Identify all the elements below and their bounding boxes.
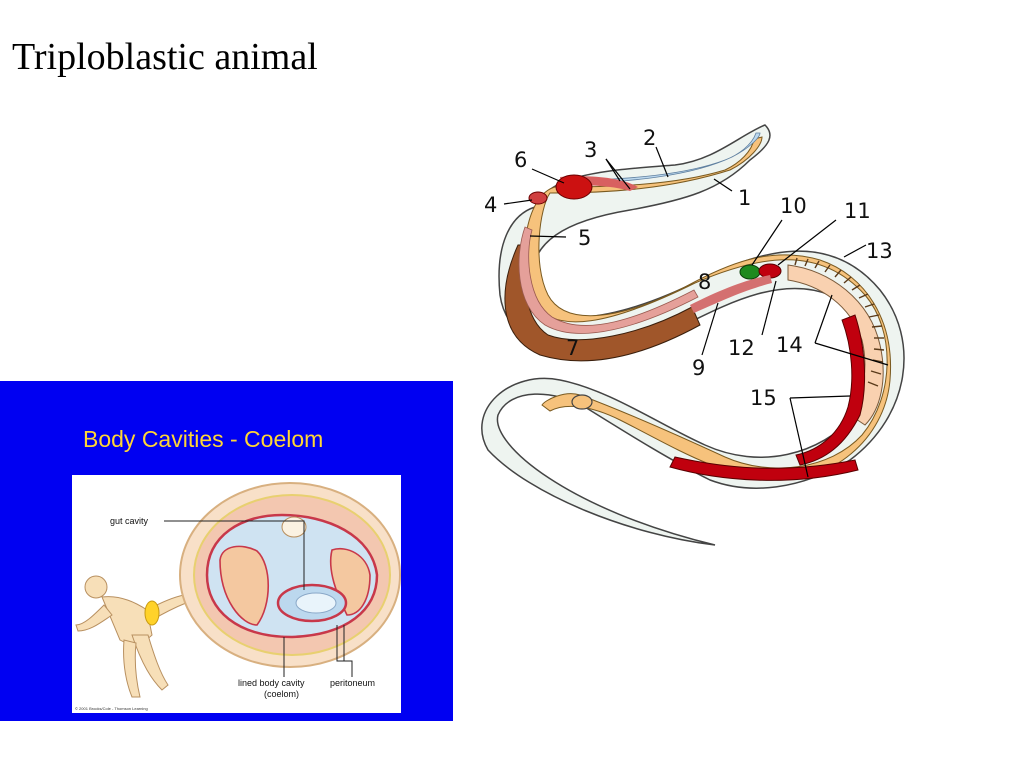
runner-figure [75,575,187,698]
worm-label-6: 6 [514,148,527,172]
copyright-text: © 2001 Brooks/Cole - Thomson Learning [75,706,148,711]
worm-label-3: 3 [584,138,597,162]
worm-label-12: 12 [728,336,755,360]
worm-gut-tube [524,136,892,481]
worm-anus [571,394,593,410]
worm-brown-layer [504,244,701,362]
worm-mouth-part [528,191,548,205]
coelom-illustration: gut cavity lined body cavity (coelom) pe… [72,475,401,713]
worm-label-2: 2 [643,126,656,150]
gut-cavity-label: gut cavity [110,516,149,526]
coelom-leader-lines [164,520,353,677]
worm-muscle-band-ventral [669,456,859,481]
worm-label-14: 14 [776,333,803,357]
worm-label-15: 15 [750,386,777,410]
worm-pink-layer [518,226,699,334]
worm-nerve-ring [555,174,593,200]
spine [281,516,307,538]
coelom-label-line1: lined body cavity [238,678,305,688]
worm-label-7: 7 [566,336,579,360]
runner-organ-highlight [144,600,160,626]
worm-pharynx [569,132,761,186]
coelom-label-line2: (coelom) [264,689,299,699]
worm-label-13: 13 [866,239,893,263]
peritoneum-label: peritoneum [330,678,375,688]
worm-label-11: 11 [844,199,871,223]
worm-label-9: 9 [692,356,705,380]
organ-left [219,545,270,626]
worm-diagram: 1 2 3 4 5 6 7 8 9 10 11 12 13 14 15 [481,124,905,546]
worm-segmented-region [787,264,884,426]
worm-muscle-band-dorsal [795,314,866,466]
worm-label-8: 8 [698,270,711,294]
worm-label-5: 5 [578,226,591,250]
worm-label-4: 4 [484,193,497,217]
worm-label-1: 1 [738,186,751,210]
worm-segments [794,257,885,387]
worm-label-10: 10 [780,194,807,218]
gut-lumen [295,592,337,614]
worm-leader-lines [503,146,889,478]
worm-intestine-section [690,275,772,313]
worm-ganglion [739,264,761,280]
coelom-panel-title: Body Cavities - Coelom [83,426,324,452]
slide-title: Triploblastic animal [12,36,318,78]
